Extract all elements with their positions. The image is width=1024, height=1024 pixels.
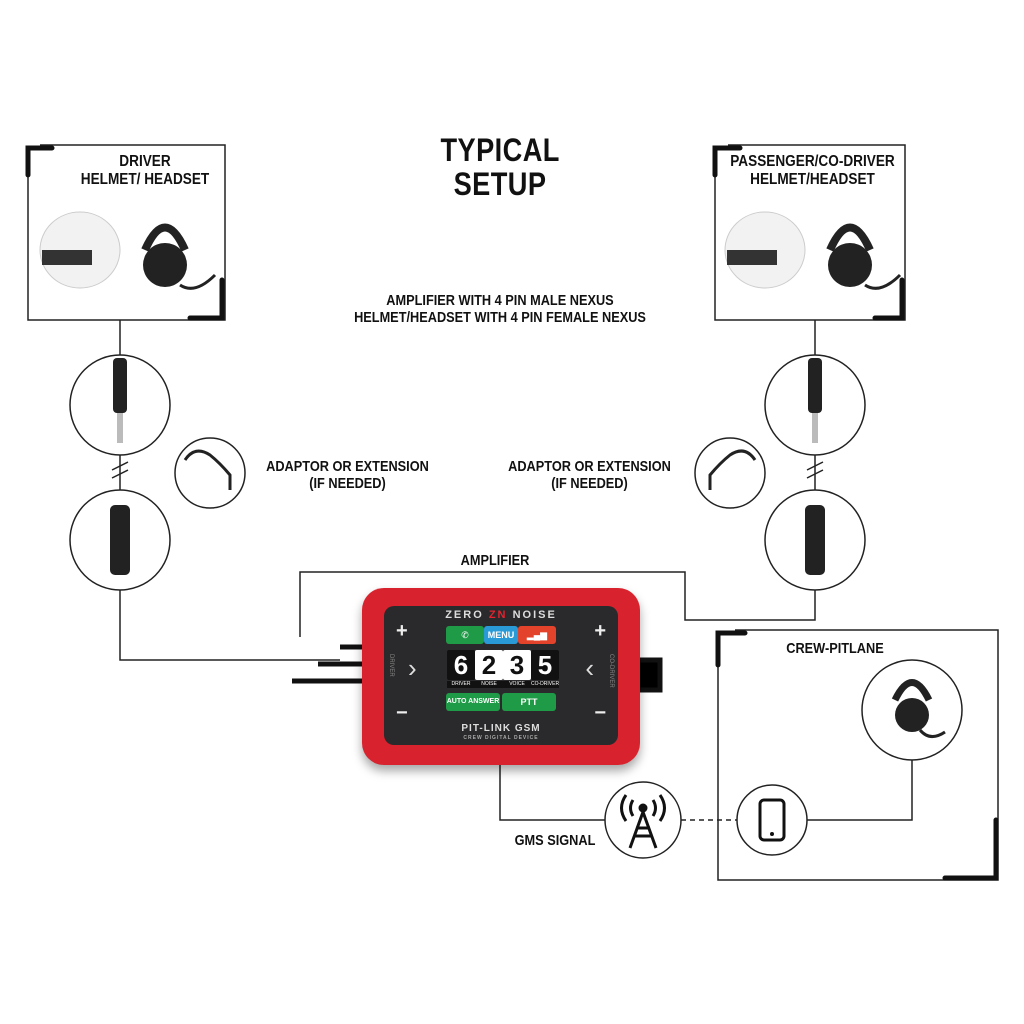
crew-box-frame <box>717 629 999 881</box>
male-plug-icon <box>808 358 822 443</box>
ptt-button[interactable]: PTT <box>502 693 556 711</box>
break-icon <box>806 461 824 479</box>
codriver-level: 5 <box>531 650 559 680</box>
adaptor-circle <box>694 437 766 509</box>
male-plug-circle <box>764 354 866 456</box>
passenger-cable <box>299 571 816 637</box>
side-label-codriver: CO-DRIVER <box>608 654 614 688</box>
codriver-volume-up[interactable]: + <box>594 620 606 642</box>
side-label-driver: DRIVER <box>388 654 394 677</box>
break-icon <box>111 461 129 479</box>
digit-label: DRIVER <box>447 681 475 688</box>
crew-pitlane-label: CREW-PITLANE <box>786 640 884 657</box>
smartphone-icon <box>758 798 786 842</box>
cell-tower-icon <box>620 794 666 849</box>
driver-cable <box>119 320 340 661</box>
male-plug-circle <box>69 354 171 456</box>
adaptor-label-right: ADAPTOR OR EXTENSION(IF NEEDED) <box>508 458 671 493</box>
device-screen: ZERO ZN NOISE + − + − › ‹ DRIVER CO-DRIV… <box>384 606 618 745</box>
headset-icon <box>141 223 217 290</box>
driver-volume-up[interactable]: + <box>396 620 408 642</box>
voice-level: 3 <box>503 650 531 680</box>
adaptor-label-left: ADAPTOR OR EXTENSION(IF NEEDED) <box>266 458 429 493</box>
chevron-right-icon[interactable]: › <box>408 653 417 683</box>
adaptor-cable-icon <box>183 449 757 490</box>
menu-button[interactable]: MENU <box>484 626 518 644</box>
crew-headset-icon <box>891 679 946 738</box>
codriver-volume-down[interactable]: − <box>594 702 606 724</box>
tower-circle <box>604 781 682 859</box>
female-socket-icon <box>805 505 825 575</box>
female-socket-icon <box>110 505 130 575</box>
digit-label: NOISE <box>475 681 503 688</box>
amp-leads <box>292 644 663 693</box>
digit-label: VOICE <box>503 681 531 688</box>
gsm-cable <box>499 765 605 821</box>
driver-box-frame <box>27 144 226 321</box>
adaptor-circle <box>174 437 246 509</box>
chevron-left-icon[interactable]: ‹ <box>585 653 594 683</box>
phone-call-button[interactable]: ✆ <box>446 626 484 644</box>
passenger-box-frame <box>714 144 906 321</box>
crew-headset-circle <box>861 659 963 761</box>
crew-cable <box>807 760 913 821</box>
digit-label: CO-DRIVER <box>531 681 560 688</box>
driver-level: 6 <box>447 650 475 680</box>
amplifier-device: ZERO ZN NOISE + − + − › ‹ DRIVER CO-DRIV… <box>362 588 640 765</box>
male-plug-icon <box>113 358 127 443</box>
device-brand: ZERO ZN NOISE <box>445 609 557 621</box>
headset-icon <box>826 223 902 290</box>
auto-answer-button[interactable]: AUTO ANSWER <box>446 693 500 711</box>
female-socket-circle <box>764 489 866 591</box>
amplifier-label: AMPLIFIER <box>460 552 530 569</box>
phone-circle <box>736 784 808 856</box>
female-socket-circle <box>69 489 171 591</box>
signal-button[interactable]: ▂▄▆ <box>518 626 556 644</box>
helmet-icon <box>724 211 806 289</box>
driver-volume-down[interactable]: − <box>396 702 408 724</box>
helmet-icon <box>39 211 121 289</box>
gsm-signal-label: GMS SIGNAL <box>514 832 596 849</box>
noise-level: 2 <box>475 650 503 680</box>
